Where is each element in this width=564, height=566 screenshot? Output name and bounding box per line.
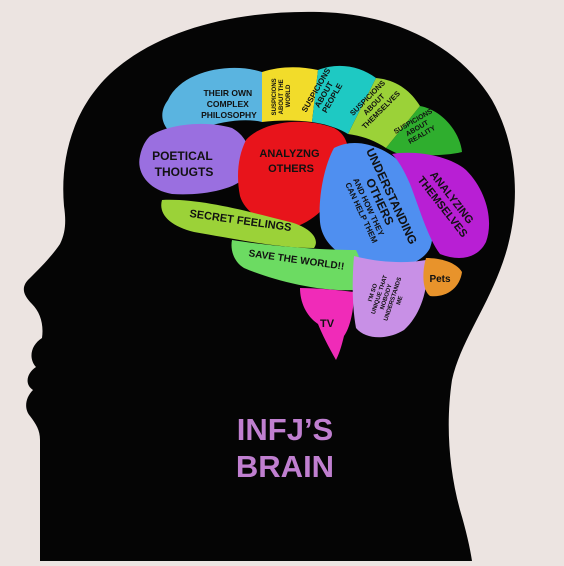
region-tv (300, 288, 354, 360)
region-philosophy (162, 67, 262, 140)
title-line-2: BRAIN (236, 449, 334, 484)
region-save (231, 240, 362, 291)
region-understanding (319, 142, 434, 268)
region-secret (161, 199, 316, 248)
region-pets (423, 258, 462, 297)
label-philosophy: THEIR OWN COMPLEX PHILOSOPHY (201, 88, 257, 120)
region-people (312, 65, 376, 134)
label-tv: TV (320, 318, 335, 330)
label-pets: Pets (429, 274, 451, 285)
label-unique: I'M SO UNIQUE THAT NOBODY UNDERSTANDS ME (363, 269, 410, 324)
region-analyzing-themselves (392, 152, 490, 258)
title-line-1: INFJ’S (237, 412, 333, 447)
region-themselves-suspicion (348, 78, 420, 148)
region-world (262, 67, 318, 122)
region-unique (352, 256, 428, 338)
region-reality (386, 106, 462, 156)
region-poetical (139, 123, 250, 195)
label-world: SUSPICIONS ABOUT THE WORLD (272, 77, 292, 116)
label-analyzing-others: ANALYZNG OTHERS (259, 148, 322, 175)
label-poetical: POETICAL THOUGTS (152, 149, 216, 179)
